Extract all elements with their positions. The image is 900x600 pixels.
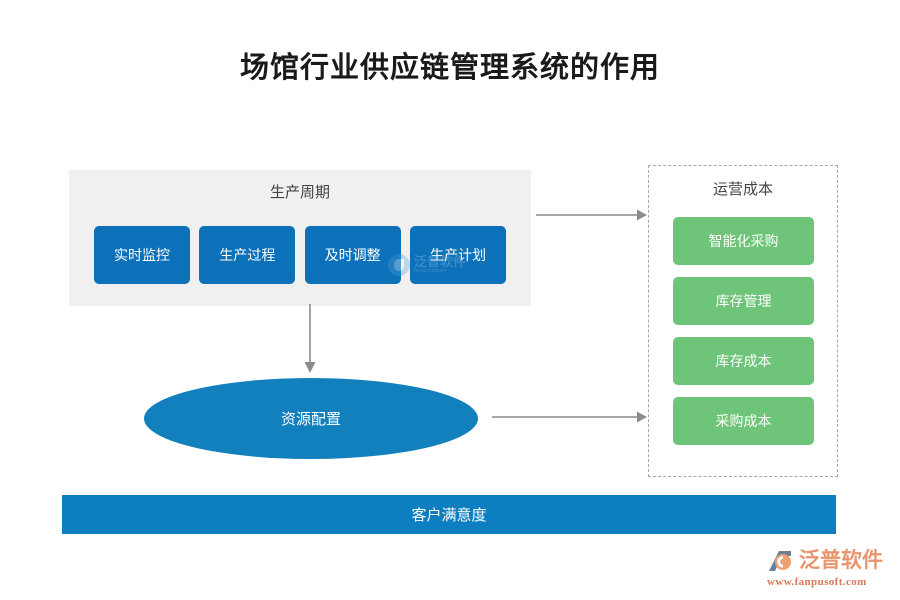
production-cycle-box-2[interactable]: 生产过程 bbox=[199, 226, 296, 284]
customer-satisfaction-label: 客户满意度 bbox=[411, 507, 487, 524]
production-cycle-box-2-label: 生产过程 bbox=[219, 247, 276, 263]
brand-logo-name: 泛普软件 bbox=[799, 549, 883, 572]
operating-cost-box-column: 智能化采购 库存管理 库存成本 采购成本 bbox=[673, 217, 814, 445]
operating-cost-box-1-label: 智能化采购 bbox=[708, 233, 779, 249]
operating-cost-box-4-label: 采购成本 bbox=[715, 413, 772, 429]
production-cycle-panel-title: 生产周期 bbox=[269, 184, 330, 201]
production-cycle-box-1[interactable]: 实时监控 bbox=[94, 226, 190, 284]
operating-cost-panel: 运营成本 智能化采购 库存管理 库存成本 采购成本 bbox=[648, 165, 838, 477]
production-cycle-box-3-label: 及时调整 bbox=[324, 247, 381, 263]
brand-logo-url: www.fanpusoft.com bbox=[767, 576, 867, 588]
operating-cost-box-1[interactable]: 智能化采购 bbox=[673, 217, 814, 265]
production-cycle-box-row: 实时监控 生产过程 及时调整 生产计划 bbox=[94, 226, 506, 284]
resource-allocation-label: 资源配置 bbox=[280, 411, 341, 428]
page-title: 场馆行业供应链管理系统的作用 bbox=[239, 52, 660, 84]
operating-cost-box-2-label: 库存管理 bbox=[715, 293, 772, 309]
operating-cost-panel-title: 运营成本 bbox=[712, 181, 773, 198]
arrow-down-icon bbox=[304, 304, 316, 373]
production-cycle-panel: 生产周期 实时监控 生产过程 及时调整 生产计划 bbox=[69, 170, 531, 306]
operating-cost-box-3-label: 库存成本 bbox=[715, 353, 772, 369]
brand-logo-row: 泛普软件 bbox=[766, 547, 883, 575]
customer-satisfaction-bar[interactable]: 客户满意度 bbox=[62, 495, 836, 534]
operating-cost-box-2[interactable]: 库存管理 bbox=[673, 277, 814, 325]
brand-logo: 泛普软件 www.fanpusoft.com bbox=[766, 545, 890, 591]
production-cycle-box-1-label: 实时监控 bbox=[114, 247, 170, 263]
operating-cost-box-4[interactable]: 采购成本 bbox=[673, 397, 814, 445]
production-cycle-box-4-label: 生产计划 bbox=[429, 247, 486, 263]
production-cycle-box-4[interactable]: 生产计划 bbox=[409, 226, 506, 284]
production-cycle-box-3[interactable]: 及时调整 bbox=[304, 226, 401, 284]
arrow-right-icon-top bbox=[536, 209, 647, 221]
fanpu-logo-icon bbox=[766, 547, 794, 575]
resource-allocation-ellipse[interactable]: 资源配置 bbox=[144, 378, 478, 459]
arrow-right-icon-bottom bbox=[492, 411, 647, 423]
operating-cost-box-3[interactable]: 库存成本 bbox=[673, 337, 814, 385]
